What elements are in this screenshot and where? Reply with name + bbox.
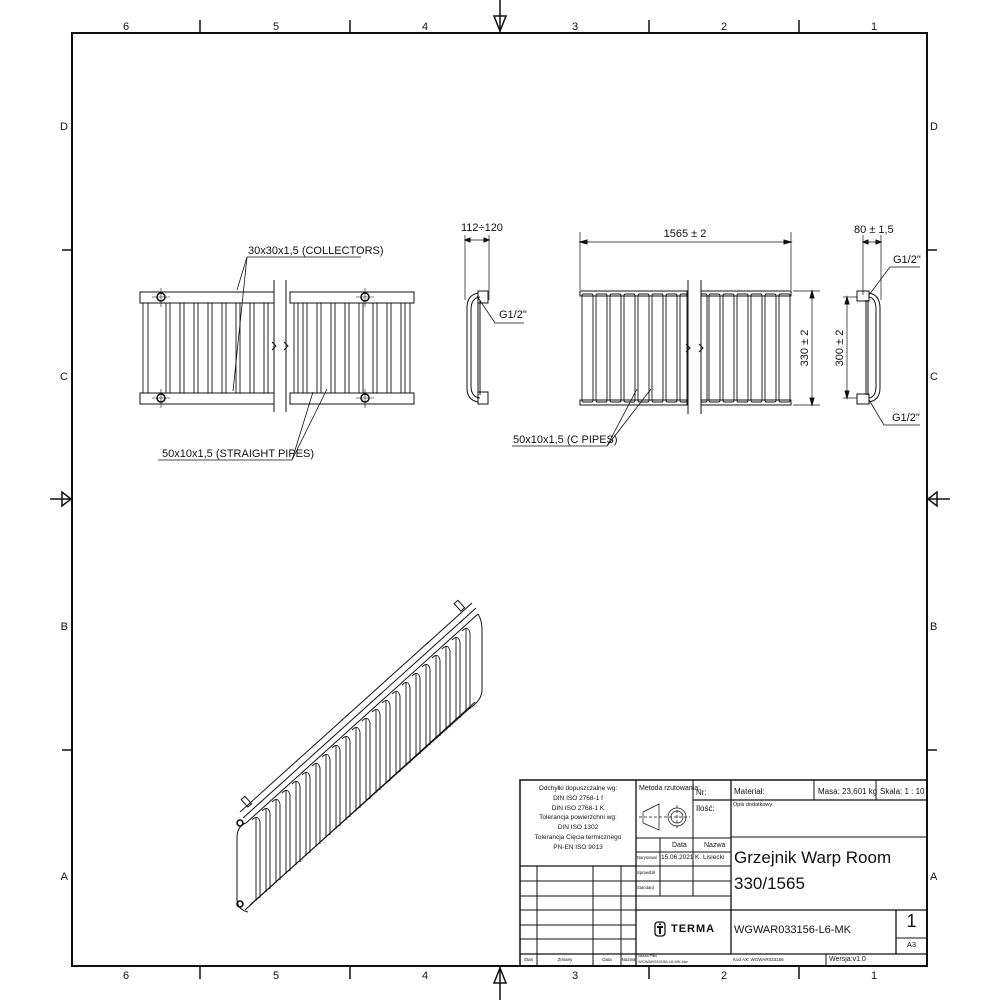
projection-method-icon xyxy=(639,803,690,831)
file-name-label: Nazwa Pliku xyxy=(638,954,658,958)
centering-mark-right xyxy=(926,490,950,508)
scale-value: Skala: 1 : 10 xyxy=(880,787,925,796)
thread-label-bottom: G1/2" xyxy=(892,412,920,424)
standard-row-label: Standard xyxy=(637,885,654,890)
svg-text:5: 5 xyxy=(273,970,279,982)
front-view xyxy=(139,256,415,461)
tolerance-line: DIN ISO 2768-1 f xyxy=(553,794,603,802)
straight-pipes-label: 50x10x1,5 (STRAIGHT PIPES) xyxy=(162,448,314,460)
svg-text:6: 6 xyxy=(123,970,129,982)
brand-logo: TERMA xyxy=(654,921,715,937)
terma-logo-icon xyxy=(654,921,666,937)
length-dimension: 1565 ± 2 xyxy=(664,228,707,240)
svg-text:B: B xyxy=(61,621,68,633)
drawn-by-name: K. Lisiecki xyxy=(695,854,725,861)
svg-text:5: 5 xyxy=(273,21,279,33)
tolerance-line: Odchyłki dopuszczalne wg: xyxy=(538,785,618,792)
tolerance-notes: Odchyłki dopuszczalne wg: DIN ISO 2768-1… xyxy=(520,784,636,853)
title-block-grid xyxy=(519,779,928,967)
centering-mark-left xyxy=(50,490,73,508)
material-label: Materiał: xyxy=(734,787,765,796)
width-dimension: 112÷120 xyxy=(461,222,503,234)
drawn-by-row-label: Narysował xyxy=(637,855,657,860)
revision-header-status: Stan xyxy=(523,957,534,962)
svg-text:A: A xyxy=(930,871,938,883)
centering-mark-bottom xyxy=(492,965,508,1000)
svg-text:3: 3 xyxy=(572,21,578,33)
drawing-frame xyxy=(71,32,928,967)
collectors-label: 30x30x1,5 (COLLECTORS) xyxy=(248,245,384,257)
svg-text:4: 4 xyxy=(422,21,428,33)
name-column-header: Nazwa xyxy=(704,842,726,849)
tolerance-line: DIN ISO 1302 xyxy=(557,824,599,832)
tolerance-line: DIN ISO 2768-1 K xyxy=(551,804,605,812)
nr-label: Nr: xyxy=(696,788,707,797)
svg-text:3: 3 xyxy=(572,970,578,982)
quantity-label: Ilość: xyxy=(696,804,715,813)
thread-label-top: G1/2" xyxy=(893,254,921,266)
tolerance-line: PN-EN ISO 9013 xyxy=(553,843,603,851)
svg-text:B: B xyxy=(930,621,937,633)
svg-text:6: 6 xyxy=(123,21,129,33)
svg-text:1: 1 xyxy=(871,21,877,33)
revision-header-changes: Zmiany xyxy=(557,957,573,962)
spacing-dimension: 300 ± 2 xyxy=(834,330,846,367)
depth-dimension: 80 ± 1,5 xyxy=(854,224,894,236)
date-column-header: Data xyxy=(672,842,687,849)
svg-text:2: 2 xyxy=(721,21,727,33)
svg-text:1: 1 xyxy=(871,970,877,982)
sheet-format: A3 xyxy=(906,940,917,949)
mass-value: Masa: 23,601 kg xyxy=(818,787,878,796)
side-view-right xyxy=(843,235,920,426)
sheet-number: 1 xyxy=(906,911,917,931)
c-pipes-label: 50x10x1,5 (C PIPES) xyxy=(513,434,618,446)
rear-view xyxy=(512,232,820,447)
svg-text:D: D xyxy=(60,121,68,133)
svg-text:C: C xyxy=(60,371,68,383)
version: Wersja:v1.0 xyxy=(829,956,866,963)
revision-header-date: Data xyxy=(602,957,612,962)
centering-mark-top xyxy=(492,0,508,34)
drawing-title: Grzejnik Warp Room xyxy=(734,848,892,867)
revision-header-name: Nazwa xyxy=(621,957,636,962)
svg-text:D: D xyxy=(930,121,938,133)
additional-description-label: Opis dodatkowy: xyxy=(733,802,774,808)
svg-text:C: C xyxy=(930,371,938,383)
svg-text:4: 4 xyxy=(422,970,428,982)
ax-code: Kod AX: WGWAR033156 xyxy=(733,957,784,962)
tolerance-line: Tolerancja Cięcia termicznego xyxy=(534,833,622,841)
isometric-view xyxy=(236,599,483,913)
drawn-date: 15.06.2021 xyxy=(661,854,694,861)
svg-text:2: 2 xyxy=(721,970,727,982)
drawing-number: WGWAR033156-L6-MK xyxy=(734,924,851,936)
tolerance-line: Tolerancja powierzchni wg: xyxy=(539,814,617,822)
projection-method-label: Metoda rzutowania: xyxy=(639,785,701,792)
svg-text:A: A xyxy=(61,871,69,883)
drawing-subtitle: 330/1565 xyxy=(734,874,805,893)
side-view-left xyxy=(463,235,524,405)
file-name: WGWAR033156-L6-MK.idw xyxy=(638,959,688,964)
thread-label-left: G1/2" xyxy=(499,309,527,321)
height-dimension: 330 ± 2 xyxy=(799,330,811,367)
brand-name: TERMA xyxy=(671,922,716,935)
zone-labels: 6 5 4 3 2 1 6 5 4 3 2 1 D C B A D C B A xyxy=(60,21,938,982)
checked-row-label: Sprawdził xyxy=(637,870,656,875)
